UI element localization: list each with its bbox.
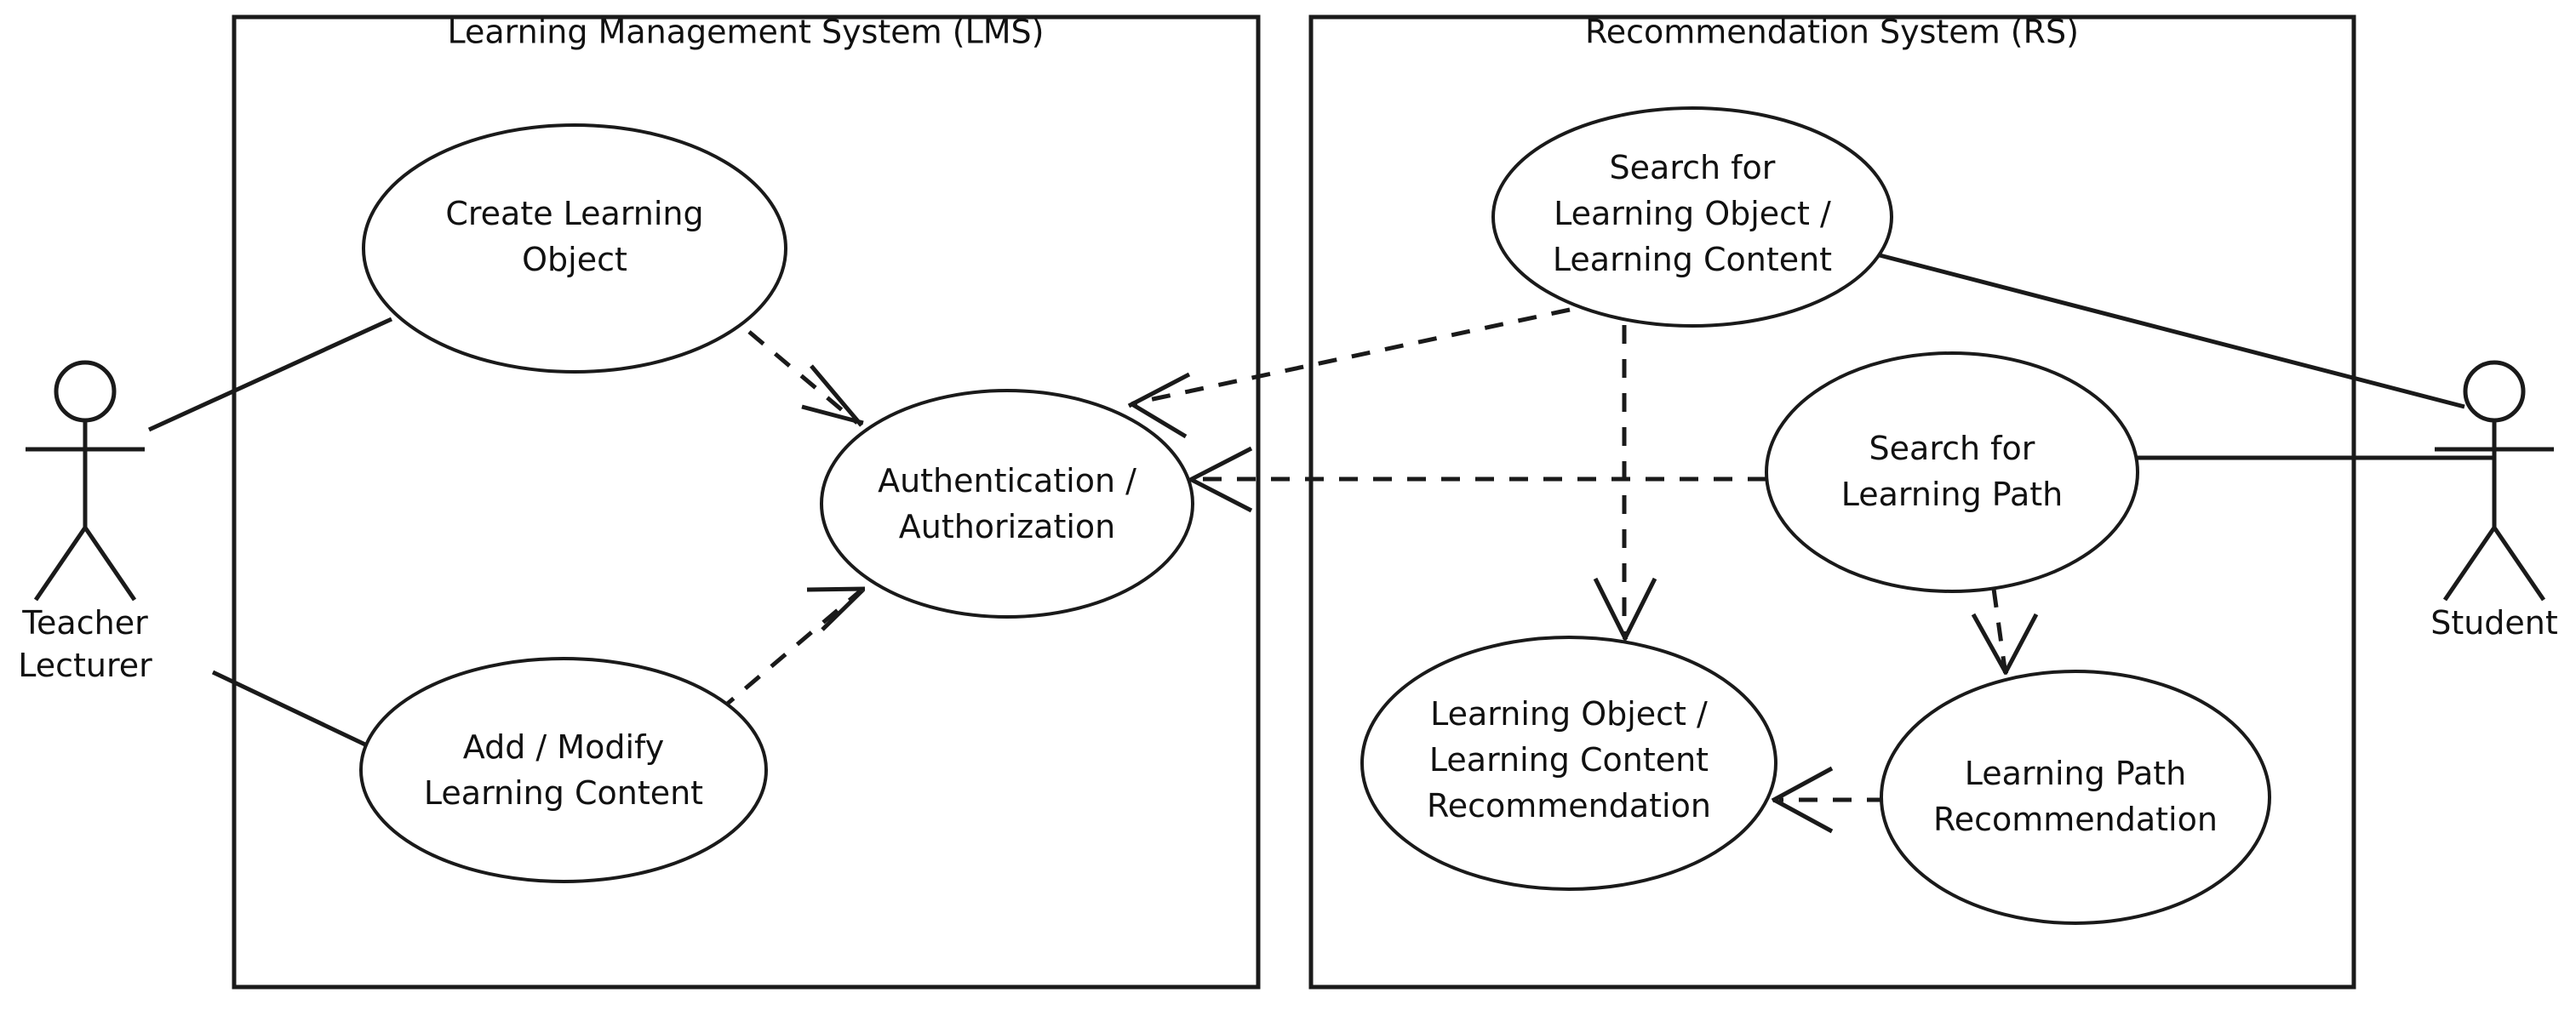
dep-search-lo-to-lo-recommendation-arrowhead [1593, 577, 1657, 642]
assoc-teacher-add-modify-learning-content [211, 670, 385, 756]
use-case-learning-path-recommendation-line-2: Recommendation [1933, 801, 2218, 838]
dep-add-modify-to-auth [718, 586, 866, 712]
actor-teacher-head-icon [54, 360, 117, 423]
actor-teacher-lecturer[interactable]: Teacher Lecturer [18, 360, 152, 684]
use-case-create-learning-object-line-1: Create Learning [445, 195, 703, 232]
dep-search-lp-to-auth-arrowhead [1188, 446, 1253, 513]
dep-add-modify-to-auth-line [718, 590, 862, 712]
use-case-search-learning-path-line-1: Search for [1869, 430, 2035, 467]
use-case-learning-object-content-recommendation-line-2: Learning Content [1429, 741, 1709, 779]
use-case-learning-object-content-recommendation[interactable]: Learning Object / Learning Content Recom… [1360, 636, 1777, 891]
dep-search-lo-to-auth-line [1132, 307, 1571, 406]
dep-search-lp-to-lp-recommendation [1971, 588, 2039, 676]
dep-lp-recommendation-to-lo-recommendation-arrowhead [1771, 766, 1834, 834]
dep-search-lo-to-auth [1127, 307, 1571, 439]
lms-title: Learning Management System (LMS) [448, 14, 1045, 51]
use-case-add-modify-learning-content-shape[interactable] [359, 657, 768, 883]
use-case-learning-path-recommendation-line-1: Learning Path [1965, 755, 2187, 792]
use-case-authentication-authorization-line-2: Authorization [899, 508, 1116, 545]
dep-search-lp-to-lp-recommendation-arrowhead [1971, 613, 2039, 676]
actor-student[interactable]: Student [2430, 360, 2558, 642]
use-case-learning-path-recommendation[interactable]: Learning Path Recommendation [1880, 670, 2271, 925]
use-case-search-learning-path[interactable]: Search for Learning Path [1765, 351, 2139, 593]
use-case-search-learning-object-content-line-1: Search for [1610, 149, 1776, 186]
dep-search-lp-to-lp-recommendation-line [1991, 588, 2007, 670]
actor-teacher-leg-right [83, 526, 137, 602]
use-case-create-learning-object[interactable]: Create Learning Object [362, 123, 787, 374]
use-case-learning-object-content-recommendation-line-3: Recommendation [1427, 787, 1711, 825]
dep-create-lo-to-auth-line [747, 330, 859, 425]
actor-teacher-label-line-1: Teacher [21, 604, 148, 642]
use-case-add-modify-learning-content-line-1: Add / Modify [463, 728, 664, 766]
actor-student-label-line-1: Student [2430, 604, 2558, 642]
actor-student-leg-right [2492, 526, 2546, 602]
assoc-student-search-learning-object-content [1879, 253, 2465, 409]
use-case-search-learning-path-line-2: Learning Path [1841, 476, 2064, 513]
use-case-create-learning-object-shape[interactable] [362, 123, 787, 374]
use-case-authentication-authorization[interactable]: Authentication / Authorization [820, 389, 1194, 619]
use-case-search-learning-object-content-shape[interactable] [1491, 106, 1893, 328]
dep-search-lo-to-lo-recommendation [1593, 325, 1657, 642]
use-case-learning-object-content-recommendation-shape[interactable] [1360, 636, 1777, 891]
actor-student-head-icon [2463, 360, 2526, 423]
rs-title: Recommendation System (RS) [1585, 14, 2079, 51]
use-case-add-modify-learning-content-line-2: Learning Content [424, 774, 703, 812]
use-case-create-learning-object-line-2: Object [522, 241, 627, 278]
use-case-search-learning-object-content-line-2: Learning Object / [1554, 195, 1831, 232]
actor-teacher-label-line-2: Lecturer [18, 647, 152, 684]
dep-create-lo-to-auth [747, 330, 864, 427]
use-case-learning-path-recommendation-shape[interactable] [1880, 670, 2271, 925]
use-case-search-learning-object-content-line-3: Learning Content [1553, 241, 1832, 278]
use-case-learning-object-content-recommendation-line-1: Learning Object / [1430, 695, 1708, 733]
use-case-authentication-authorization-shape[interactable] [820, 389, 1194, 619]
dep-lp-recommendation-to-lo-recommendation [1771, 766, 1886, 834]
actor-student-leg-left [2442, 526, 2497, 602]
actor-teacher-leg-left [33, 526, 88, 602]
dep-add-modify-to-auth-arrowhead [806, 586, 866, 631]
dep-search-lp-to-auth [1188, 446, 1766, 513]
use-case-authentication-authorization-line-1: Authentication / [878, 462, 1136, 499]
use-case-search-learning-path-shape[interactable] [1765, 351, 2139, 593]
dep-search-lo-to-auth-arrowhead [1127, 372, 1191, 439]
use-case-search-learning-object-content[interactable]: Search for Learning Object / Learning Co… [1491, 106, 1893, 328]
assoc-teacher-create-learning-object [147, 317, 393, 432]
dep-create-lo-to-auth-arrowhead [801, 364, 864, 427]
use-case-add-modify-learning-content[interactable]: Add / Modify Learning Content [359, 657, 768, 883]
